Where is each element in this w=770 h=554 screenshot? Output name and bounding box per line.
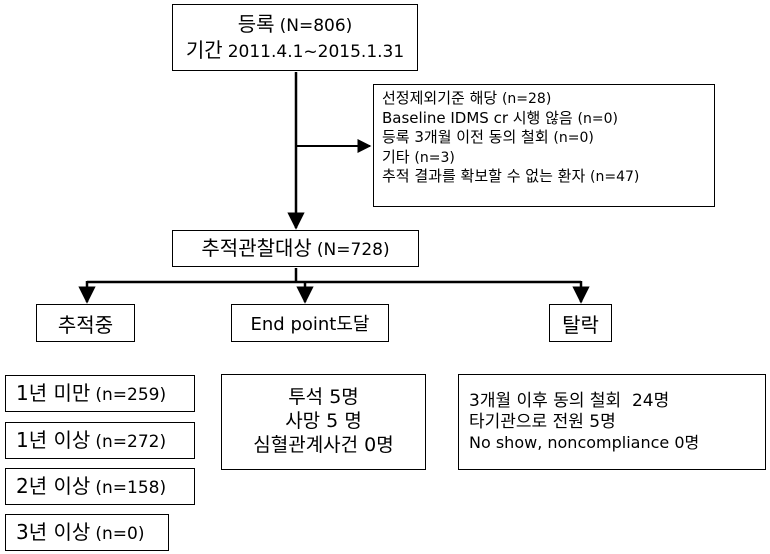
ongoing-breakdown-item: 3년 이상 (n=0) bbox=[5, 514, 169, 551]
exclusion-item: 기타 (n=3) bbox=[382, 147, 455, 166]
followup-target-label: 추적관찰대상 bbox=[201, 235, 312, 260]
endpoint-label: End point도달 bbox=[250, 314, 370, 335]
exclusion-item: 등록 3개월 이전 동의 철회 (n=0) bbox=[382, 128, 594, 146]
ongoing-breakdown-item: 1년 이상 (n=272) bbox=[5, 422, 195, 459]
followup-target-box: 추적관찰대상 (N=728) bbox=[172, 230, 419, 267]
endpoint-details-box: 투석 5명 사망 5 명 심혈관계사건 0명 bbox=[221, 374, 426, 470]
registration-line-1: 등록 (N=806) bbox=[237, 12, 353, 37]
dropout-box: 탈락 bbox=[549, 304, 612, 342]
endpoint-detail: 심혈관계사건 0명 bbox=[253, 433, 394, 456]
exclusion-item: 선정제외기준 해당 (n=28) bbox=[382, 89, 552, 107]
endpoint-detail: 사망 5 명 bbox=[285, 410, 362, 433]
registration-box: 등록 (N=806) 기간 2011.4.1~2015.1.31 bbox=[172, 4, 418, 71]
exclusion-item: Baseline IDMS cr 시행 않음 (n=0) bbox=[382, 108, 618, 127]
ongoing-breakdown-item: 2년 이상 (n=158) bbox=[5, 468, 195, 505]
followup-target-count: (N=728) bbox=[316, 239, 390, 260]
dropout-detail: 타기관으로 전원 5명 bbox=[469, 412, 616, 432]
dropout-details-box: 3개월 이후 동의 철회 24명 타기관으로 전원 5명 No show, no… bbox=[458, 374, 766, 470]
dropout-detail: No show, noncompliance 0명 bbox=[469, 433, 700, 453]
endpoint-detail: 투석 5명 bbox=[288, 386, 359, 409]
exclusion-item: 추적 결과를 확보할 수 없는 환자 (n=47) bbox=[382, 167, 640, 185]
ongoing-label: 추적중 bbox=[57, 312, 114, 337]
dropout-label: 탈락 bbox=[562, 312, 599, 337]
endpoint-box: End point도달 bbox=[231, 304, 389, 342]
ongoing-box: 추적중 bbox=[36, 304, 135, 342]
registration-line-2: 기간 2011.4.1~2015.1.31 bbox=[185, 37, 405, 62]
dropout-detail: 3개월 이후 동의 철회 24명 bbox=[469, 390, 670, 411]
ongoing-breakdown-item: 1년 미만 (n=259) bbox=[5, 375, 195, 412]
exclusion-box: 선정제외기준 해당 (n=28) Baseline IDMS cr 시행 않음 … bbox=[373, 84, 715, 207]
